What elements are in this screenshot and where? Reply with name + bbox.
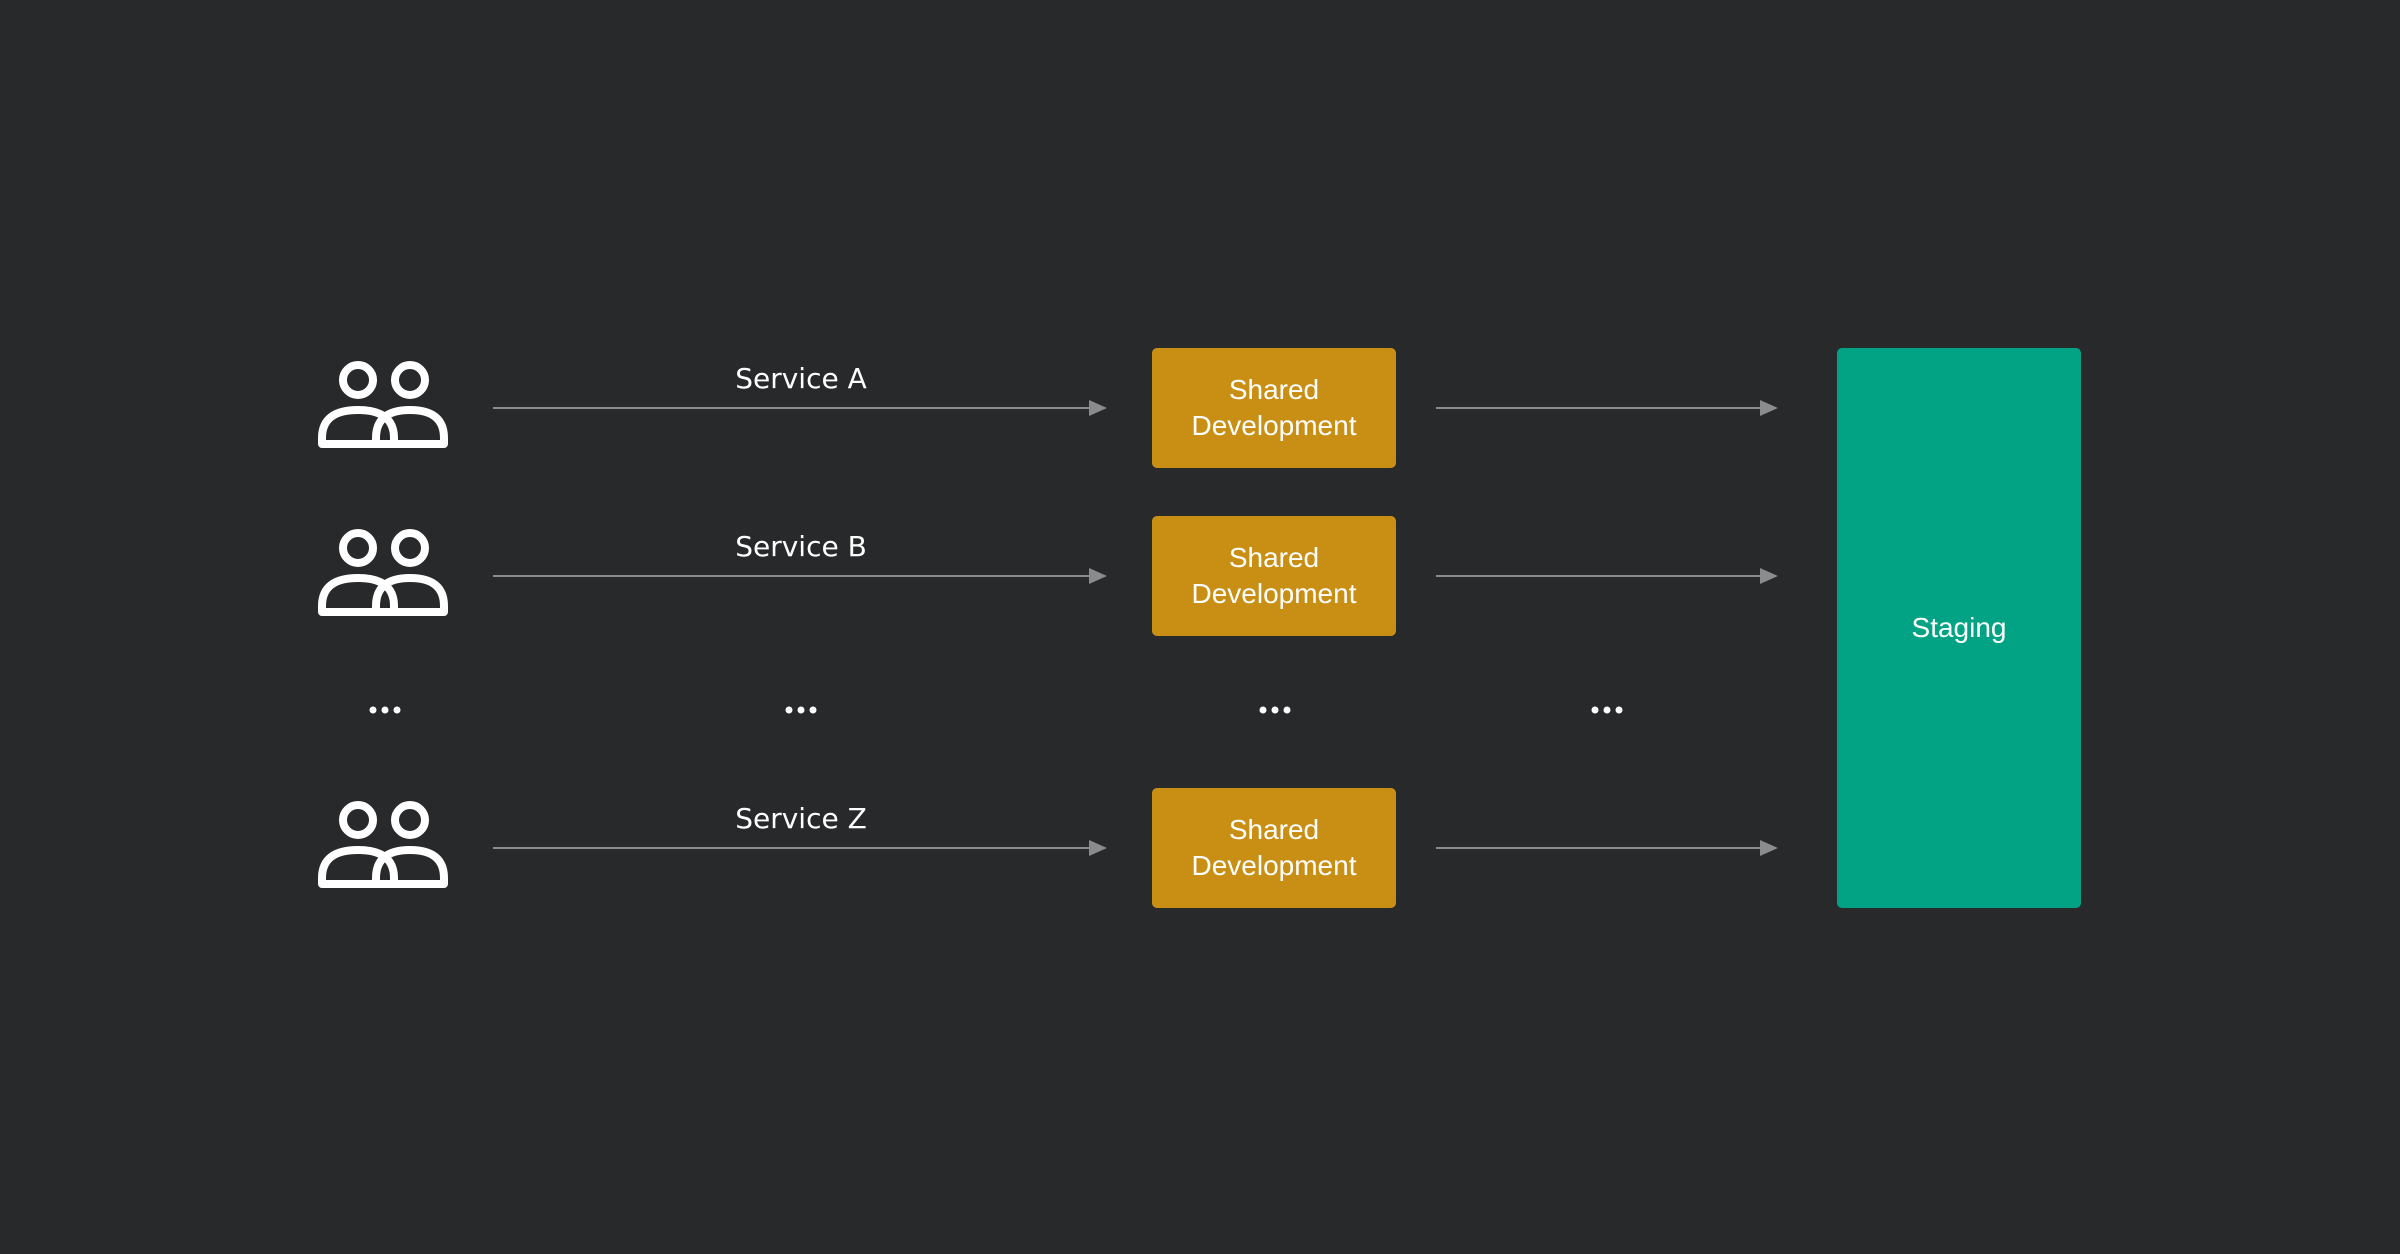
service-label-z: Service Z bbox=[735, 802, 867, 835]
shared-development-label: Shared Development bbox=[1191, 542, 1357, 609]
arrow-to-dev-a bbox=[493, 400, 1107, 416]
shared-development-label: Shared Development bbox=[1191, 374, 1357, 441]
arrow-to-dev-b bbox=[493, 568, 1107, 584]
people-group-icon bbox=[318, 529, 448, 616]
shared-development-box-a: Shared Development bbox=[1152, 348, 1396, 468]
service-label-b: Service B bbox=[735, 530, 867, 563]
shared-development-box-b: Shared Development bbox=[1152, 516, 1396, 636]
ellipsis-dev-boxes bbox=[1259, 706, 1291, 714]
ellipsis-arrows bbox=[1591, 706, 1623, 714]
people-group-icon bbox=[318, 361, 448, 448]
arrow-to-dev-z bbox=[493, 840, 1107, 856]
ellipsis-services bbox=[785, 706, 817, 714]
ellipsis-teams bbox=[369, 706, 401, 714]
shared-development-label: Shared Development bbox=[1191, 814, 1357, 881]
arrow-to-staging-b bbox=[1436, 568, 1778, 584]
staging-box: Staging bbox=[1837, 348, 2081, 908]
staging-label: Staging bbox=[1911, 612, 2007, 643]
people-group-icon bbox=[318, 801, 448, 888]
arrow-to-staging-z bbox=[1436, 840, 1778, 856]
service-label-a: Service A bbox=[735, 362, 867, 395]
shared-development-box-z: Shared Development bbox=[1152, 788, 1396, 908]
arrow-to-staging-a bbox=[1436, 400, 1778, 416]
